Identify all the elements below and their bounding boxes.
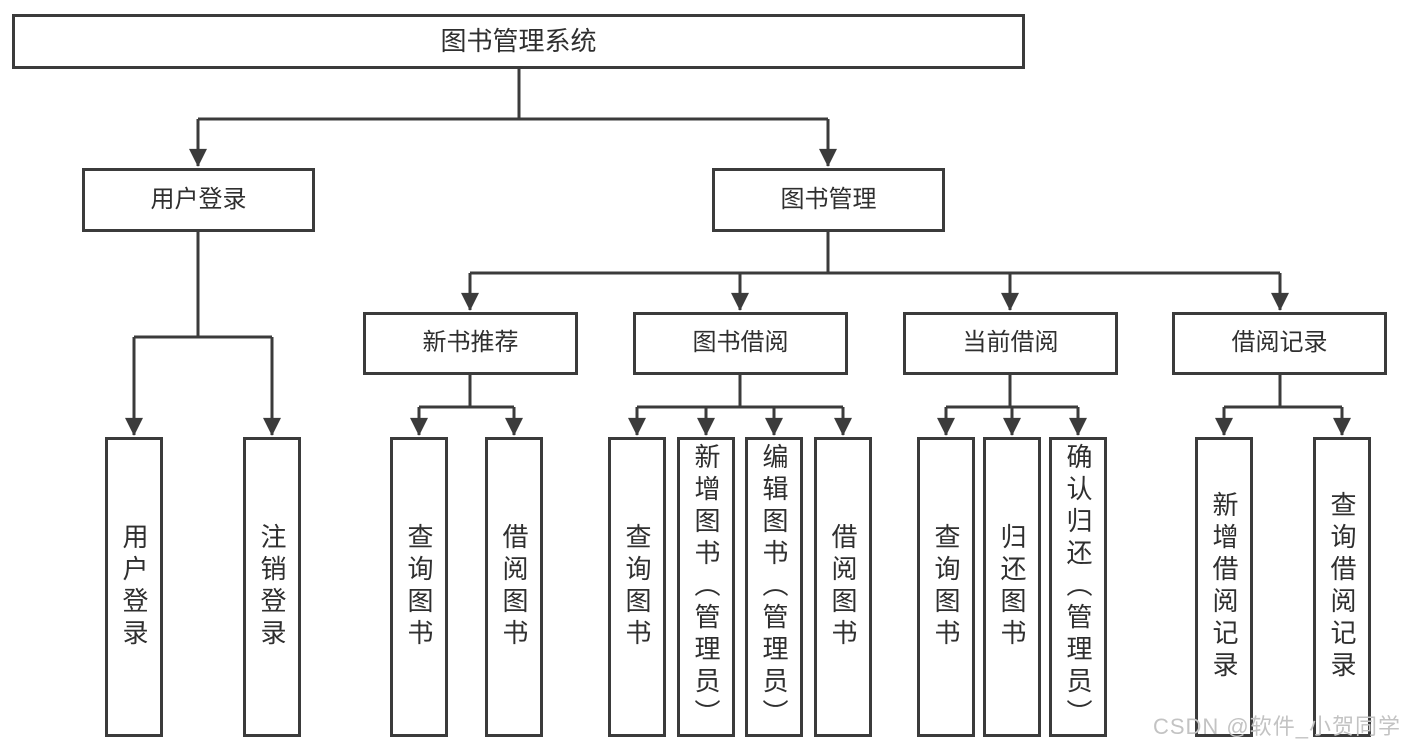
leaf-current-return-books-label: 归还图书 bbox=[997, 523, 1027, 651]
leaf-current-query-books: 查询图书 bbox=[917, 437, 975, 737]
leaf-current-return-books: 归还图书 bbox=[983, 437, 1041, 737]
node-current-borrow: 当前借阅 bbox=[903, 312, 1118, 375]
leaf-borrow-lend-books: 借阅图书 bbox=[814, 437, 872, 737]
leaf-logout: 注销登录 bbox=[243, 437, 301, 737]
node-new-book-recommend-label: 新书推荐 bbox=[422, 329, 519, 357]
leaf-newbook-query-books: 查询图书 bbox=[390, 437, 448, 737]
leaf-borrow-add-books-admin-label: 新增图书（管理员） bbox=[691, 443, 721, 731]
leaf-records-add-record: 新增借阅记录 bbox=[1195, 437, 1253, 737]
node-borrow-records-label: 借阅记录 bbox=[1231, 329, 1328, 357]
leaf-current-confirm-return-admin-label: 确认归还（管理员） bbox=[1063, 443, 1093, 731]
leaf-borrow-edit-books-admin: 编辑图书（管理员） bbox=[745, 437, 803, 737]
leaf-records-query-record-label: 查询借阅记录 bbox=[1327, 491, 1357, 683]
node-book-management: 图书管理 bbox=[712, 168, 945, 232]
leaf-logout-label: 注销登录 bbox=[257, 523, 287, 651]
leaf-current-query-books-label: 查询图书 bbox=[931, 523, 961, 651]
node-root-label: 图书管理系统 bbox=[440, 25, 597, 56]
node-book-management-label: 图书管理 bbox=[780, 185, 877, 213]
node-book-borrow-label: 图书借阅 bbox=[692, 329, 789, 357]
leaf-borrow-query-books: 查询图书 bbox=[608, 437, 666, 737]
leaf-user-login-label: 用户登录 bbox=[119, 523, 149, 651]
leaf-user-login: 用户登录 bbox=[105, 437, 163, 737]
leaf-current-confirm-return-admin: 确认归还（管理员） bbox=[1049, 437, 1107, 737]
leaf-borrow-query-books-label: 查询图书 bbox=[622, 523, 652, 651]
node-user-login-label: 用户登录 bbox=[150, 185, 247, 213]
node-borrow-records: 借阅记录 bbox=[1172, 312, 1387, 375]
leaf-newbook-borrow-books: 借阅图书 bbox=[485, 437, 543, 737]
leaf-records-query-record: 查询借阅记录 bbox=[1313, 437, 1371, 737]
watermark: CSDN @软件_小贺同学 bbox=[1152, 714, 1401, 739]
leaf-borrow-lend-books-label: 借阅图书 bbox=[828, 523, 858, 651]
leaf-borrow-edit-books-admin-label: 编辑图书（管理员） bbox=[759, 443, 789, 731]
leaf-borrow-add-books-admin: 新增图书（管理员） bbox=[677, 437, 735, 737]
node-new-book-recommend: 新书推荐 bbox=[363, 312, 578, 375]
leaf-newbook-borrow-books-label: 借阅图书 bbox=[499, 523, 529, 651]
leaf-records-add-record-label: 新增借阅记录 bbox=[1209, 491, 1239, 683]
leaf-newbook-query-books-label: 查询图书 bbox=[404, 523, 434, 651]
node-root: 图书管理系统 bbox=[12, 14, 1025, 69]
node-current-borrow-label: 当前借阅 bbox=[962, 329, 1059, 357]
node-book-borrow: 图书借阅 bbox=[633, 312, 848, 375]
node-user-login: 用户登录 bbox=[82, 168, 315, 232]
